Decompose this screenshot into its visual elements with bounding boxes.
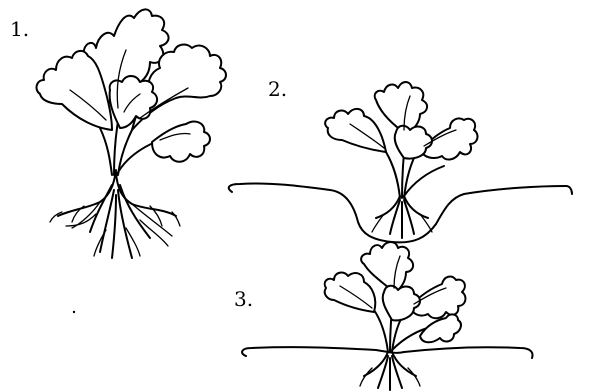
step-3-label: 3.	[234, 287, 253, 311]
step-1-bare-root-plant: 1.	[10, 9, 226, 258]
step-3-plant-at-soil-level: 3.	[234, 242, 533, 390]
step-2-roots	[372, 196, 432, 238]
step-2-plant-in-hole: 2.	[229, 77, 572, 242]
step-3-leaves	[325, 242, 466, 342]
step-2-label: 2.	[268, 77, 287, 101]
step-2-ground-with-hole	[229, 183, 572, 242]
step-1-leaves	[37, 9, 226, 161]
stray-dot	[73, 311, 75, 313]
step-3-roots	[360, 352, 420, 390]
step-1-roots	[50, 170, 180, 258]
step-1-label: 1.	[10, 17, 29, 41]
step-2-leaves	[325, 82, 477, 159]
